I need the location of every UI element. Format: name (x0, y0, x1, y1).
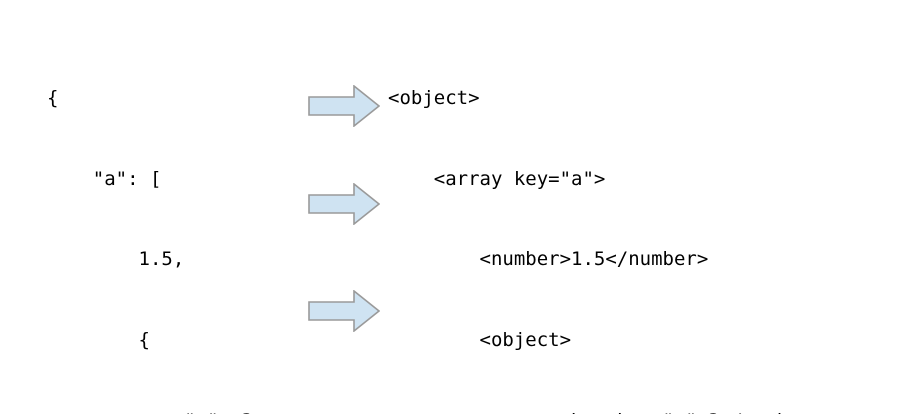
json-source-code: { "a": [ 1.5, { "x": 3, "y": true }, nul… (47, 31, 287, 414)
right-arrow-icon (308, 183, 380, 225)
json-line: 1.5, (47, 248, 185, 271)
xml-line: <number>1.5</number> (388, 248, 709, 271)
xml-line: <number key="x">3</number> (388, 408, 880, 414)
xml-result-code: <object> <array key="a"> <number>1.5</nu… (388, 31, 880, 414)
right-arrow-icon (308, 290, 380, 332)
right-arrow-icon (308, 85, 380, 127)
xml-line: <object> (388, 86, 480, 109)
json-line: { (47, 86, 59, 109)
xml-line: <object> (388, 328, 572, 351)
json-line: "a": [ (47, 167, 162, 190)
json-line: { (47, 328, 150, 351)
json-line: "x": 3, (47, 408, 287, 414)
xml-line: <array key="a"> (388, 167, 606, 190)
